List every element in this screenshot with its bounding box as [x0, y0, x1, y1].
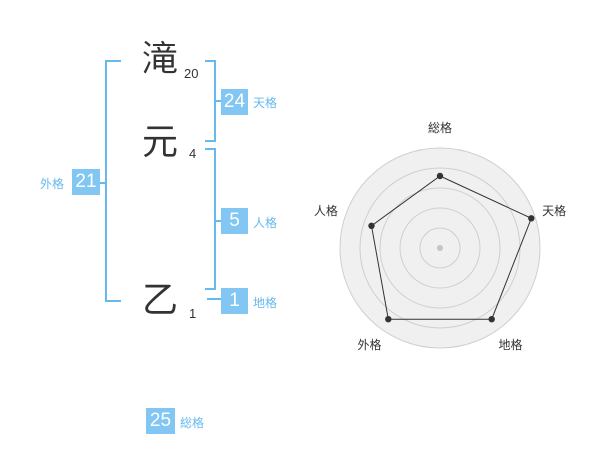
radar-ring [339, 147, 541, 349]
jinkaku-label: 人格 [253, 216, 278, 230]
radar-point-3 [385, 316, 392, 323]
gaikaku-value-badge: 21 [72, 169, 100, 195]
radar-axis-label-gaikaku: 外格 [357, 338, 382, 353]
soukaku-value-badge: 25 [146, 408, 175, 434]
stroke-count-1: 20 [184, 66, 199, 81]
name-char-1: 滝 [141, 39, 178, 80]
radar-ring [379, 187, 501, 309]
radar-axis-label-chikaku: 地格 [498, 338, 523, 353]
radar-point-0 [436, 172, 444, 180]
jinkaku-value-badge: 5 [221, 208, 248, 234]
radar-point-2 [488, 316, 495, 323]
soukaku-label: 総格 [180, 416, 205, 430]
radar-axis-label-tenkaku: 天格 [542, 203, 567, 218]
chikaku-value-badge: 1 [221, 288, 248, 314]
radar-axis-label-soukaku: 総格 [428, 121, 453, 135]
name-char-3: 乙 [141, 280, 178, 321]
radar-point-4 [368, 222, 375, 229]
radar-axis-label-jinkaku: 人格 [313, 203, 338, 218]
radar-center-dot [437, 245, 443, 251]
gaikaku-label: 外格 [40, 177, 65, 191]
chikaku-tick [207, 298, 221, 300]
name-char-2: 元 [141, 122, 178, 163]
radar-ring [399, 207, 481, 289]
radar-data [368, 172, 535, 323]
radar-ring [419, 227, 461, 269]
tenkaku-value-badge: 24 [221, 89, 248, 115]
radar-point-1 [528, 215, 535, 222]
tenkaku-bracket-tick [215, 100, 221, 102]
jinkaku-bracket-tick [215, 220, 221, 222]
stroke-count-3: 1 [189, 306, 197, 321]
stroke-count-2: 4 [189, 146, 197, 161]
jinkaku-bracket [205, 148, 216, 290]
chikaku-label: 地格 [253, 296, 278, 310]
tenkaku-label: 天格 [253, 96, 278, 110]
radar-data-polygon [370, 175, 532, 320]
gaikaku-bracket-tick [98, 182, 105, 184]
radar-grid [339, 147, 541, 349]
gaikaku-bracket [105, 60, 121, 302]
